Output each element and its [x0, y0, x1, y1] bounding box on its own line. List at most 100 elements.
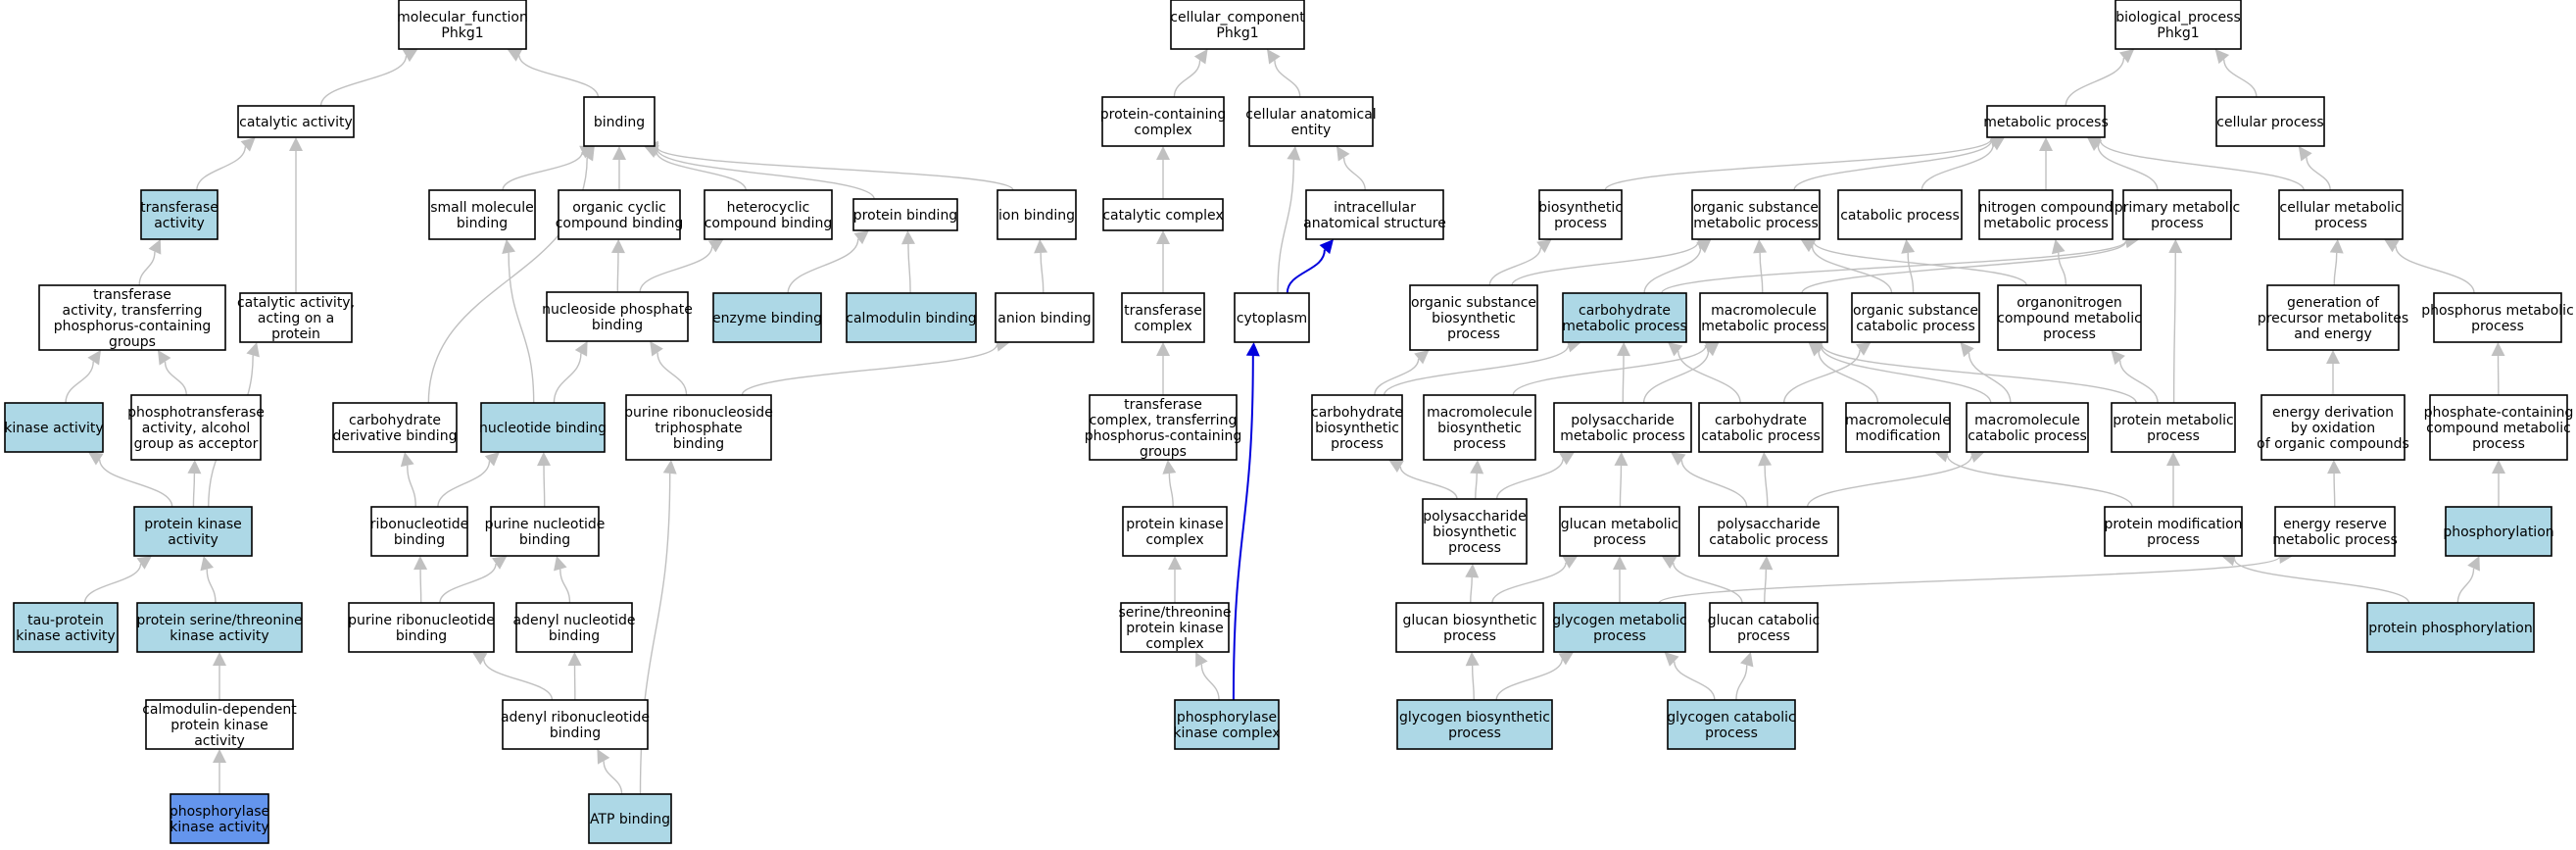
go-term-node-anion[interactable]: anion binding [995, 292, 1094, 343]
is-a-edge [138, 251, 156, 286]
go-term-node-cellproc[interactable]: cellular process [2215, 96, 2325, 147]
is-a-edge [439, 563, 497, 604]
go-term-node-catact[interactable]: catalytic activity [237, 105, 355, 138]
go-term-node-ionbind[interactable]: ion binding [996, 189, 1077, 240]
is-a-edge [616, 252, 619, 293]
is-a-edge [1173, 60, 1201, 98]
go-term-node-protbind[interactable]: protein binding [852, 198, 958, 231]
go-term-label-line: compound binding [556, 216, 684, 231]
go-term-node-binding[interactable]: binding [583, 96, 656, 147]
go-term-label-line: protein [271, 326, 320, 342]
is-a-edge [1821, 344, 2137, 404]
go-term-node-nucbind[interactable]: nucleotide binding [479, 402, 607, 453]
go-term-box [1409, 284, 1538, 351]
go-term-node-kinase[interactable]: kinase activity [4, 402, 104, 453]
go-term-node-catcomplex[interactable]: catalytic complex [1102, 198, 1224, 231]
go-term-node-catab[interactable]: catabolic process [1837, 189, 1963, 240]
is-a-edge [1806, 455, 1972, 508]
go-term-node-protphos[interactable]: protein phosphorylation [2366, 602, 2535, 653]
edge-arrowhead [1960, 342, 1974, 358]
is-a-edge [2118, 360, 2159, 404]
go-term-label-line: molecular_function [397, 10, 528, 25]
is-a-edge [1764, 465, 1769, 508]
go-term-node-metab[interactable]: metabolic process [1983, 105, 2109, 138]
go-term-node-calbind[interactable]: calmodulin binding [846, 292, 977, 343]
go-term-label-line: adenyl nucleotide [513, 613, 636, 628]
edge-arrowhead [567, 652, 582, 667]
is-a-edge [2395, 246, 2475, 294]
go-term-label-line: cellular anatomical [1245, 107, 1376, 123]
go-term-box [1122, 506, 1228, 557]
go-term-node-cytoplasm[interactable]: cytoplasm [1234, 292, 1310, 343]
go-term-node-phosph[interactable]: phosphorylation [2443, 506, 2554, 557]
go-term-node-enzbind[interactable]: enzyme binding [712, 292, 822, 343]
is-a-edge [1680, 460, 1748, 508]
edge-arrowhead [853, 230, 869, 245]
go-term-label-line: glycogen metabolic [1552, 613, 1686, 628]
go-term-node-atp[interactable]: ATP binding [588, 793, 672, 844]
